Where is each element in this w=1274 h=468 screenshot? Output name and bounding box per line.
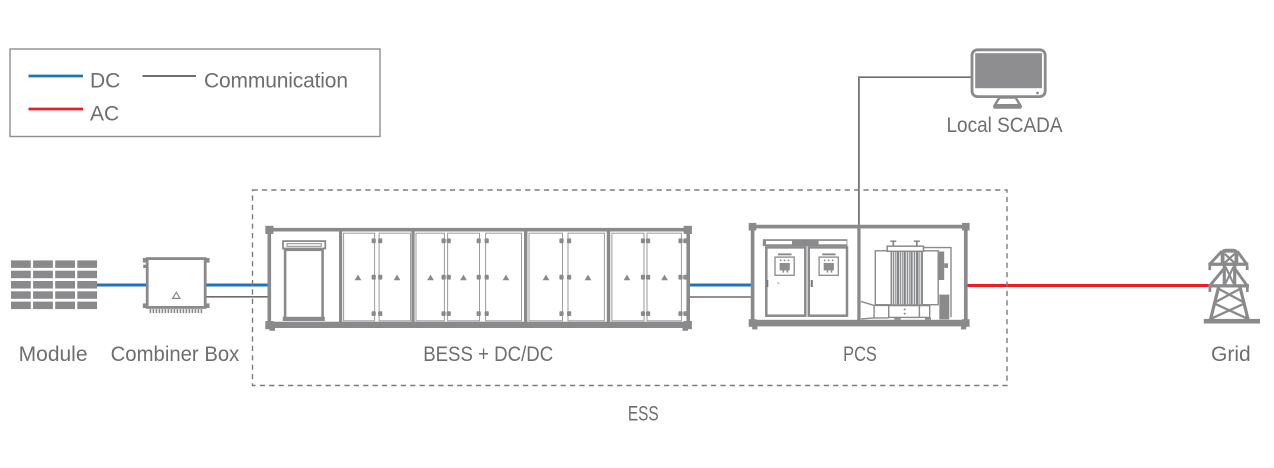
svg-text:AC: AC — [90, 103, 119, 126]
svg-text:Communication: Communication — [204, 70, 348, 93]
svg-text:BESS + DC/DC: BESS + DC/DC — [423, 343, 553, 366]
svg-text:DC: DC — [90, 70, 120, 93]
svg-text:Local SCADA: Local SCADA — [947, 114, 1063, 137]
svg-text:Grid: Grid — [1211, 343, 1251, 366]
svg-text:ESS: ESS — [628, 402, 659, 425]
svg-text:Module: Module — [19, 343, 88, 366]
svg-text:PCS: PCS — [843, 343, 877, 366]
svg-text:Combiner Box: Combiner Box — [111, 343, 240, 366]
